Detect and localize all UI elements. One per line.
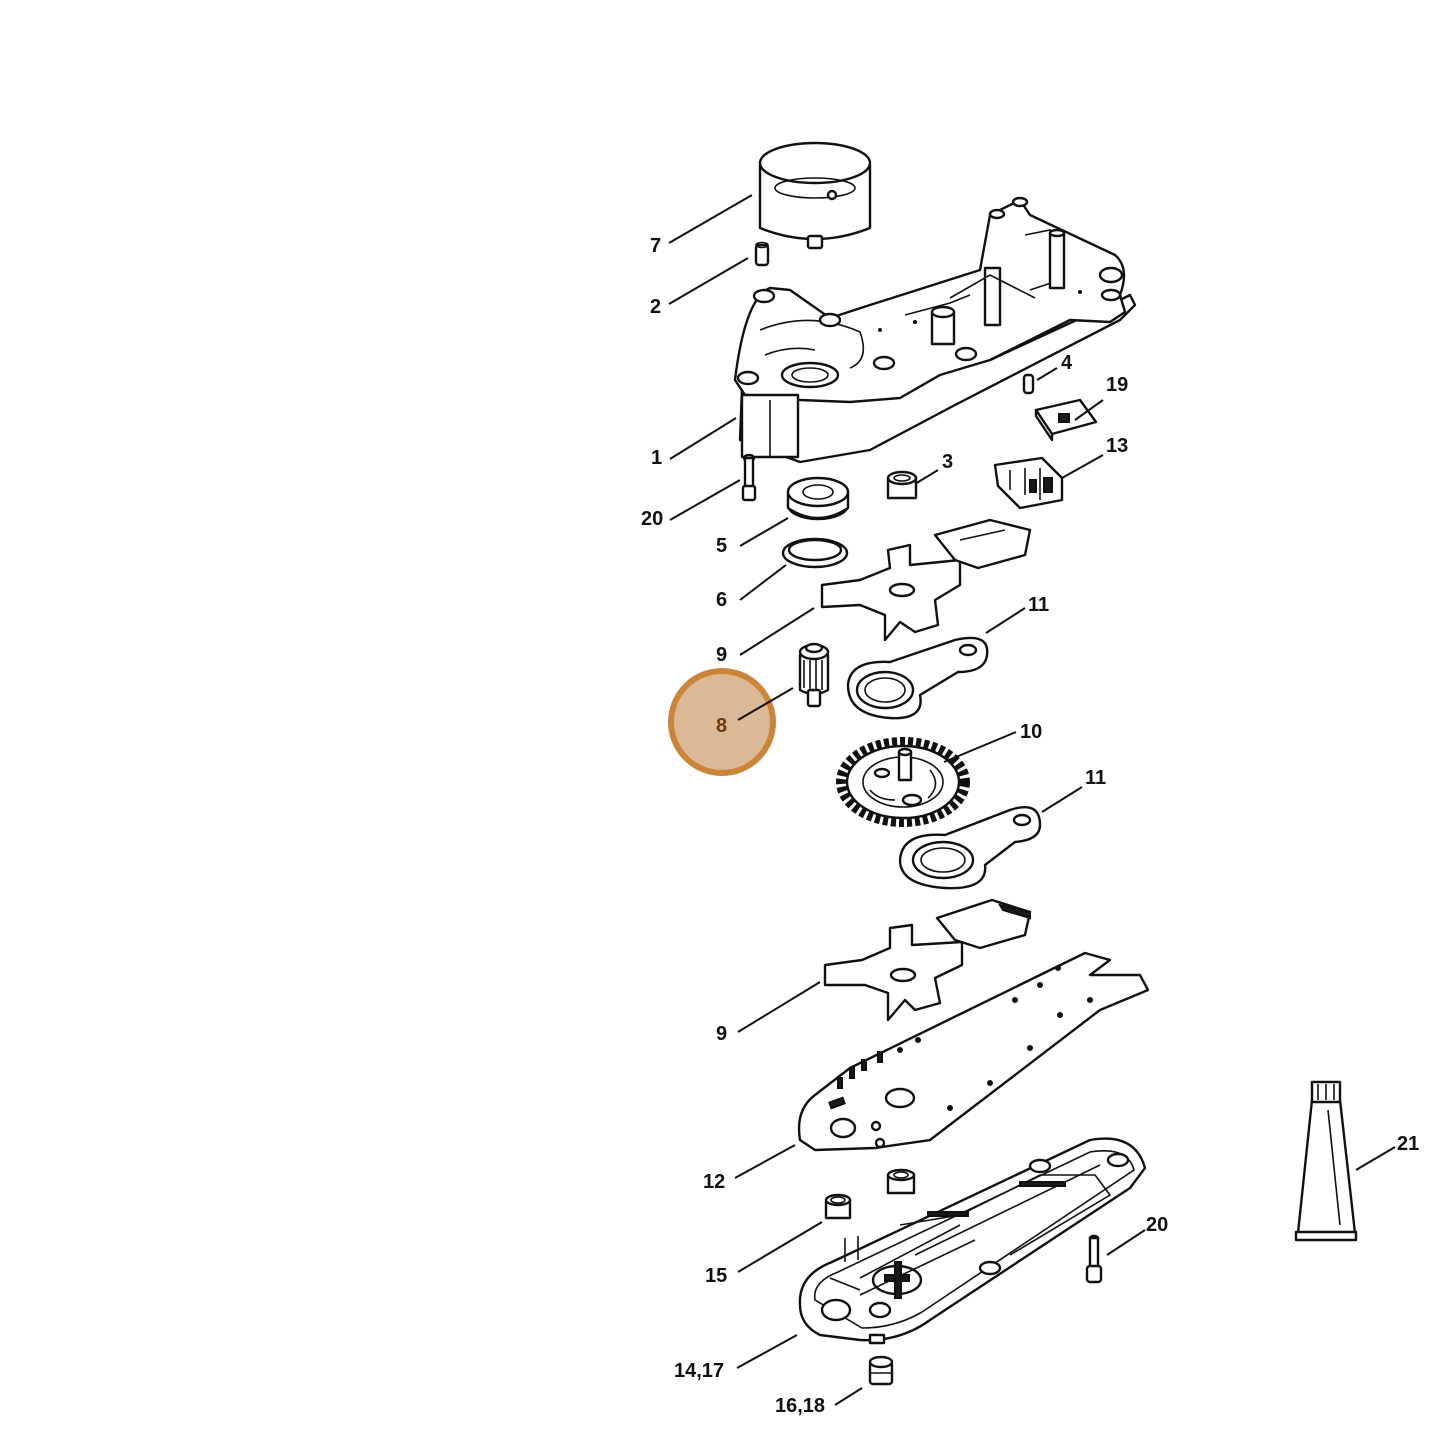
callout-15[interactable]: 15: [705, 1265, 727, 1287]
callout-21[interactable]: 21: [1397, 1133, 1419, 1155]
callout-11-lower[interactable]: 11: [1085, 767, 1106, 789]
part-14-17-housing-cover[interactable]: [798, 1137, 1147, 1345]
callout-5[interactable]: 5: [716, 535, 727, 557]
part-20-screw-bottom[interactable]: [1085, 1234, 1103, 1284]
callout-8[interactable]: 8: [716, 715, 727, 737]
callout-11-upper[interactable]: 11: [1028, 594, 1049, 616]
part-15-bearing-left[interactable]: [824, 1193, 852, 1220]
callout-7[interactable]: 7: [650, 235, 661, 257]
callout-labels: 7 2 4 19 1 3 13 20 5 6 9 11 8 10 11 9 12…: [641, 235, 1419, 1417]
highlight-circle-part-8: [668, 668, 776, 776]
part-20-screw-top[interactable]: [741, 453, 757, 502]
part-21-grease-tube[interactable]: [1294, 1080, 1358, 1242]
part-11-con-rod-upper[interactable]: [846, 636, 989, 720]
callout-19[interactable]: 19: [1106, 374, 1128, 396]
part-2-pin[interactable]: [754, 241, 770, 267]
part-12-guide-plate[interactable]: [797, 951, 1150, 1152]
callout-3[interactable]: 3: [942, 451, 953, 473]
leader-lines: [668, 194, 1396, 1406]
part-10-gear[interactable]: [836, 737, 970, 827]
part-13-connector[interactable]: [993, 456, 1064, 510]
callout-6[interactable]: 6: [716, 589, 727, 611]
part-5-ball-bearing[interactable]: [786, 476, 850, 521]
part-9-plate-upper[interactable]: [820, 518, 1032, 642]
part-15-bearing-right[interactable]: [886, 1168, 916, 1195]
callout-9-upper[interactable]: 9: [716, 644, 727, 666]
callout-13[interactable]: 13: [1106, 435, 1128, 457]
callout-10[interactable]: 10: [1020, 721, 1042, 743]
part-1-gear-housing[interactable]: [733, 196, 1137, 464]
callout-9-lower[interactable]: 9: [716, 1023, 727, 1045]
part-8-pinion[interactable]: [798, 642, 830, 708]
part-19-plate[interactable]: [1034, 398, 1098, 442]
part-7-drum[interactable]: [758, 141, 872, 250]
part-3-bearing[interactable]: [886, 470, 918, 500]
callout-1[interactable]: 1: [651, 447, 662, 469]
callout-12[interactable]: 12: [703, 1171, 725, 1193]
callout-16-18[interactable]: 16,18: [775, 1395, 825, 1417]
callout-2[interactable]: 2: [650, 296, 661, 318]
callout-20-top[interactable]: 20: [641, 508, 663, 530]
part-16-18-plug[interactable]: [868, 1355, 894, 1386]
part-9-plate-lower[interactable]: [823, 898, 1032, 1022]
callout-20-bottom[interactable]: 20: [1146, 1214, 1168, 1236]
part-11-con-rod-lower[interactable]: [898, 805, 1042, 890]
part-6-snap-ring[interactable]: [781, 537, 849, 569]
callout-14-17[interactable]: 14,17: [674, 1360, 724, 1382]
callout-4[interactable]: 4: [1061, 352, 1073, 374]
part-4-pin[interactable]: [1022, 373, 1035, 395]
